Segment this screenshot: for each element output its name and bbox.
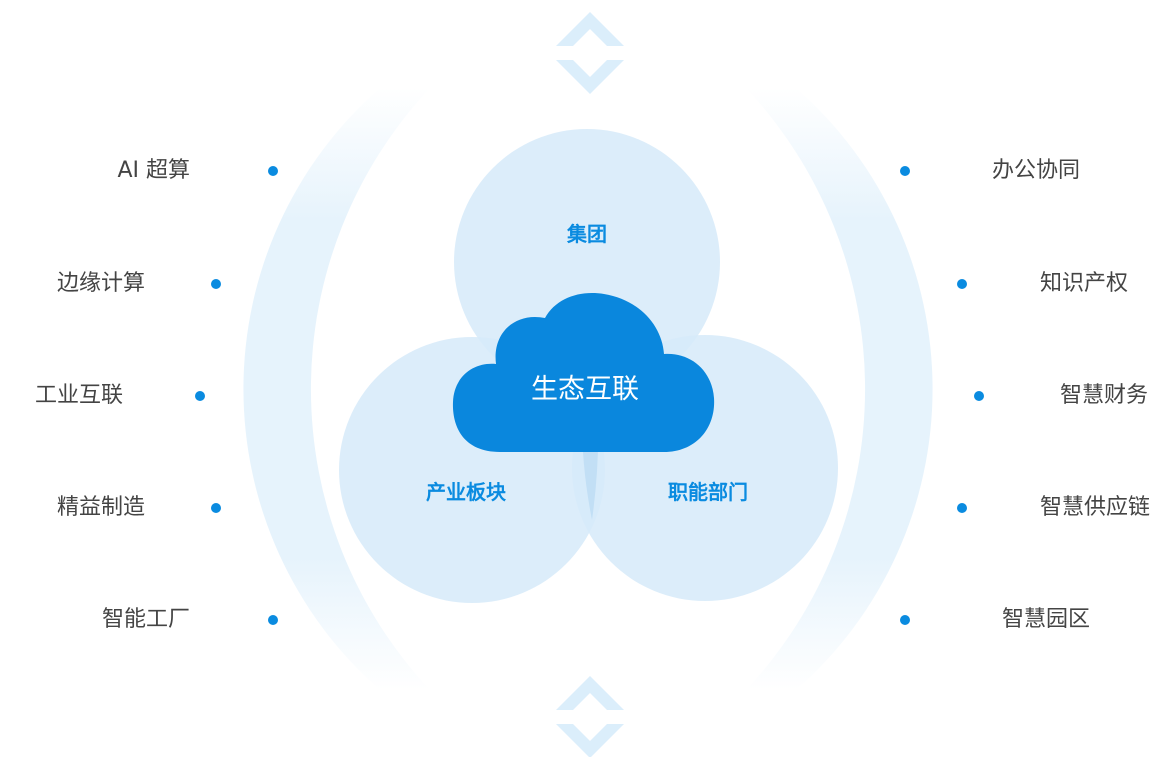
left-item-2: 边缘计算 [56, 271, 145, 296]
right-dots [896, 162, 988, 629]
circle-label-top: 集团 [567, 222, 607, 246]
right-item-4: 智慧供应链 [1040, 495, 1151, 520]
right-item-3: 智慧财务 [1060, 383, 1149, 408]
left-item-4: 精益制造 [56, 495, 145, 520]
bottom-chevron-up-down-icon [556, 676, 624, 757]
cloud-label: 生态互联 [531, 374, 639, 405]
right-arc-band [746, 88, 933, 690]
right-item-2: 知识产权 [1040, 271, 1129, 296]
left-item-3: 工业互联 [34, 383, 123, 408]
circle-label-right: 职能部门 [668, 480, 748, 504]
top-chevron-up-down-icon [556, 12, 624, 94]
right-item-5: 智慧园区 [1002, 607, 1091, 632]
cloud-shape [452, 293, 715, 452]
left-item-1: AI 超算 [117, 158, 190, 183]
left-dots [191, 162, 282, 629]
left-arc-band [243, 88, 430, 690]
right-item-1: 办公协同 [992, 158, 1081, 183]
circle-label-left: 产业板块 [426, 480, 506, 504]
left-item-5: 智能工厂 [101, 607, 190, 632]
